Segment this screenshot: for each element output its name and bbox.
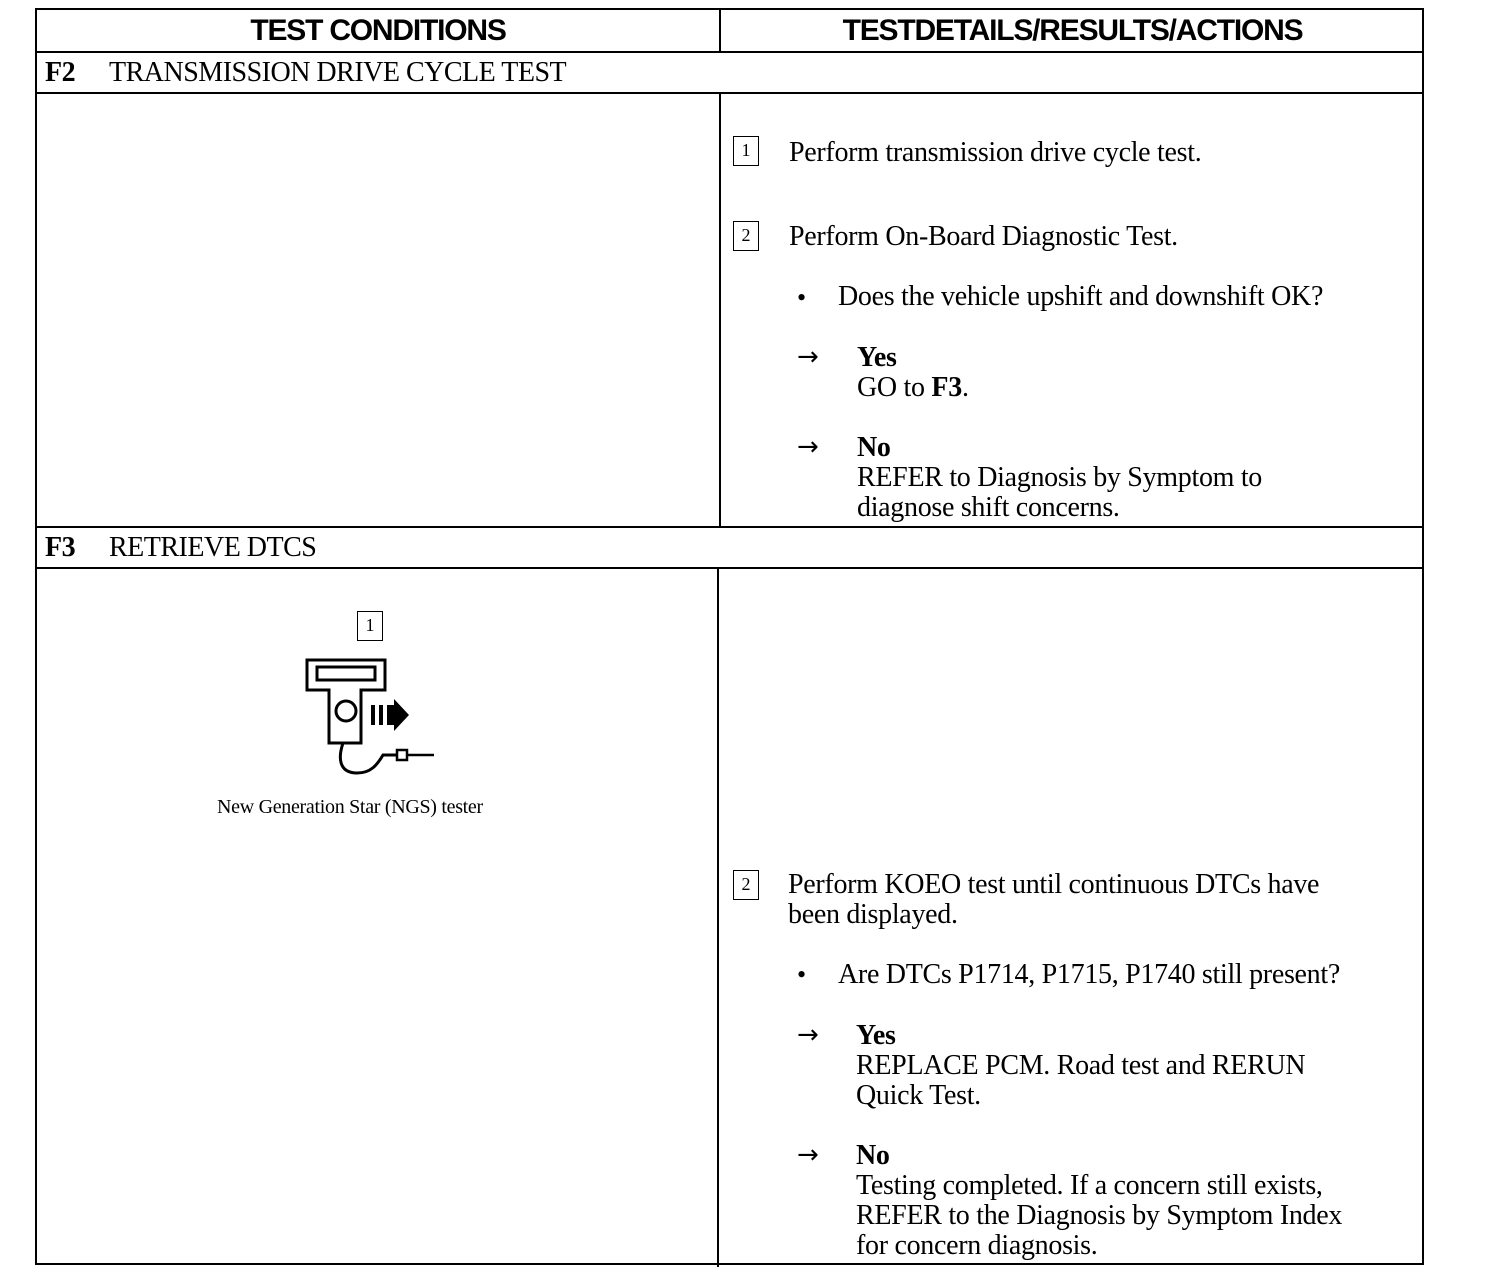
f3-no-line3: for concern diagnosis. bbox=[856, 1230, 1098, 1261]
f2-title: TRANSMISSION DRIVE CYCLE TEST bbox=[109, 57, 567, 88]
f3-code: F3 bbox=[45, 532, 76, 563]
f2-question: Does the vehicle upshift and downshift O… bbox=[838, 281, 1324, 312]
f3-section-title: F3 RETRIEVE DTCS bbox=[37, 528, 1422, 568]
f3-bullet: • bbox=[797, 960, 807, 989]
f2-step1-text: Perform transmission drive cycle test. bbox=[789, 137, 1202, 168]
f2-yes-arrow-icon: → bbox=[797, 342, 819, 372]
f3-yes-arrow-icon: → bbox=[797, 1020, 819, 1050]
f3-figure-number: 1 bbox=[357, 611, 383, 641]
f2-bullet: • bbox=[797, 283, 807, 312]
f3-yes-label: Yes bbox=[856, 1020, 896, 1051]
f3-section-divider bbox=[37, 526, 1422, 528]
header-column-divider bbox=[719, 10, 721, 51]
f3-question: Are DTCs P1714, P1715, P1740 still prese… bbox=[838, 959, 1340, 990]
f3-no-arrow-icon: → bbox=[797, 1140, 819, 1170]
f2-column-divider bbox=[719, 92, 721, 526]
diagnostic-table: TEST CONDITIONS TESTDETAILS/RESULTS/ACTI… bbox=[35, 8, 1424, 1267]
f3-step2-line1: Perform KOEO test until continuous DTCs … bbox=[788, 869, 1320, 900]
f3-title: RETRIEVE DTCS bbox=[109, 532, 317, 563]
f3-step2-text: Perform KOEO test until continuous DTCs … bbox=[788, 870, 1319, 930]
f3-figure-caption: New Generation Star (NGS) tester bbox=[217, 796, 483, 818]
f3-column-divider bbox=[717, 567, 719, 1267]
f3-no-label: No bbox=[856, 1140, 890, 1171]
f2-step2-number: 2 bbox=[733, 221, 759, 251]
f2-no-arrow-icon: → bbox=[797, 432, 819, 462]
f3-no-line1: Testing completed. If a concern still ex… bbox=[856, 1170, 1323, 1201]
f3-step2-line2: been displayed. bbox=[788, 899, 958, 930]
f2-section-title: F2 TRANSMISSION DRIVE CYCLE TEST bbox=[37, 53, 1422, 93]
f2-no-line2: diagnose shift concerns. bbox=[857, 492, 1120, 523]
f2-yes-action: GO to F3. bbox=[857, 372, 969, 403]
f2-yes-action-ref: F3 bbox=[931, 372, 962, 403]
f3-yes-line2: Quick Test. bbox=[856, 1080, 981, 1111]
f3-step2-number: 2 bbox=[733, 870, 759, 900]
f2-yes-action-suffix: . bbox=[961, 372, 969, 403]
f2-yes-action-prefix: GO to bbox=[857, 372, 932, 403]
header-test-details: TESTDETAILS/RESULTS/ACTIONS bbox=[842, 14, 1304, 47]
ngs-tester-icon bbox=[305, 658, 434, 775]
f3-title-divider bbox=[37, 567, 1422, 569]
header-divider bbox=[37, 51, 1422, 53]
f2-no-line1: REFER to Diagnosis by Symptom to bbox=[857, 462, 1262, 493]
f3-yes-line1: REPLACE PCM. Road test and RERUN bbox=[856, 1050, 1306, 1081]
f3-no-line2: REFER to the Diagnosis by Symptom Index bbox=[856, 1200, 1343, 1231]
f2-step1-number: 1 bbox=[733, 136, 759, 166]
f2-step2-text: Perform On-Board Diagnostic Test. bbox=[789, 221, 1178, 252]
f2-no-answer: No REFER to Diagnosis by Symptom to diag… bbox=[857, 433, 1262, 523]
f2-yes-label: Yes bbox=[857, 342, 897, 373]
f2-code: F2 bbox=[45, 57, 76, 88]
f3-yes-answer: Yes REPLACE PCM. Road test and RERUN Qui… bbox=[856, 1020, 1306, 1111]
f2-no-label: No bbox=[857, 432, 891, 463]
f2-yes-answer: Yes GO to F3. bbox=[857, 343, 969, 403]
f3-no-answer: No Testing completed. If a concern still… bbox=[856, 1141, 1342, 1261]
header-test-conditions: TEST CONDITIONS bbox=[250, 14, 507, 47]
f2-title-divider bbox=[37, 92, 1422, 94]
